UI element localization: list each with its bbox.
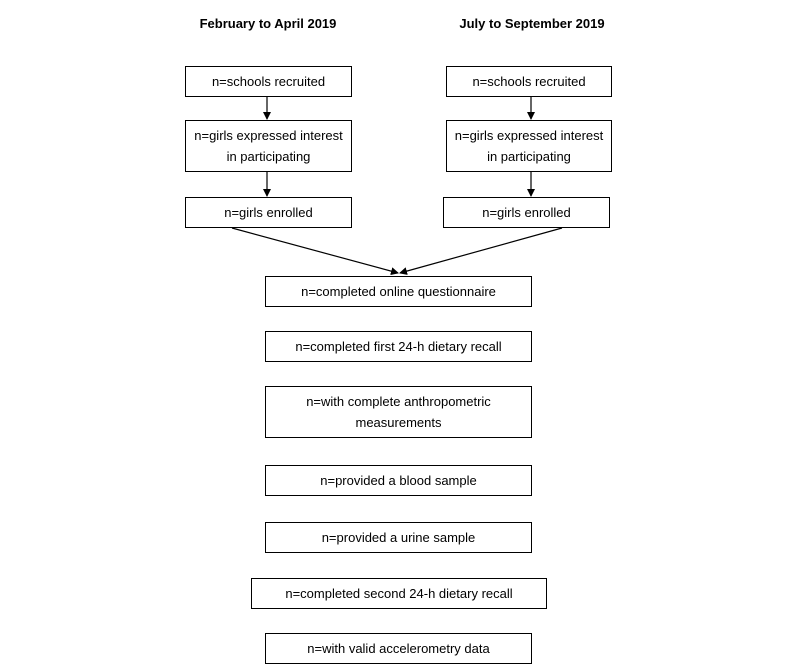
right-schools-recruited-box: n=schools recruited — [446, 66, 612, 97]
right-girls-interest-box: n=girls expressed interest in participat… — [446, 120, 612, 172]
arrow-right-merge — [399, 227, 563, 275]
online-questionnaire-box: n=completed online questionnaire — [265, 276, 532, 307]
anthropometric-measurements-box: n=with complete anthropometric measureme… — [265, 386, 532, 438]
arrow-left-merge — [231, 227, 399, 276]
urine-sample-box: n=provided a urine sample — [265, 522, 532, 553]
accelerometry-data-box: n=with valid accelerometry data — [265, 633, 532, 664]
right-column-heading: July to September 2019 — [459, 16, 605, 31]
blood-sample-box: n=provided a blood sample — [265, 465, 532, 496]
left-column-heading: February to April 2019 — [199, 16, 337, 31]
second-dietary-recall-box: n=completed second 24-h dietary recall — [251, 578, 547, 609]
first-dietary-recall-box: n=completed first 24-h dietary recall — [265, 331, 532, 362]
left-girls-interest-box: n=girls expressed interest in participat… — [185, 120, 352, 172]
right-girls-enrolled-box: n=girls enrolled — [443, 197, 610, 228]
left-girls-enrolled-box: n=girls enrolled — [185, 197, 352, 228]
left-schools-recruited-box: n=schools recruited — [185, 66, 352, 97]
